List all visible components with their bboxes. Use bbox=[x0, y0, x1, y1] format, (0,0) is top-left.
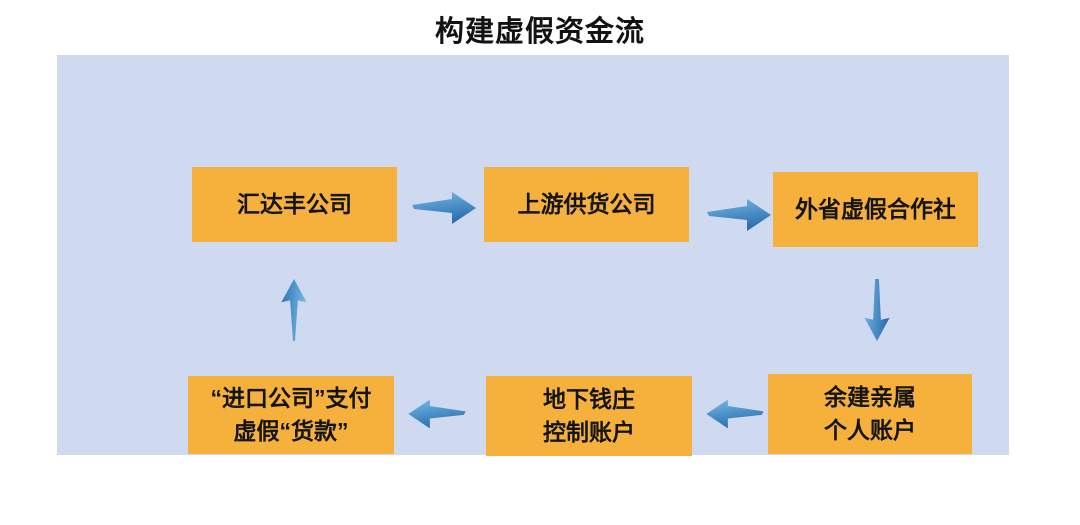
node-label: 余建亲属 bbox=[824, 383, 916, 410]
arrow-down-icon bbox=[861, 279, 893, 341]
node-huidafeng-company: 汇达丰公司 bbox=[192, 167, 397, 242]
arrow-right-icon bbox=[707, 196, 771, 234]
node-import-company-payment: “进口公司”支付 虚假“货款” bbox=[188, 376, 394, 454]
node-upstream-supplier: 上游供货公司 bbox=[484, 167, 689, 242]
node-label: “进口公司”支付 bbox=[210, 384, 372, 411]
node-label: 上游供货公司 bbox=[517, 190, 656, 217]
node-label: 汇达丰公司 bbox=[237, 190, 352, 217]
arrow-right-icon bbox=[412, 189, 476, 227]
node-label: 外省虚假合作社 bbox=[795, 195, 956, 222]
arrow-left-icon bbox=[705, 397, 765, 431]
diagram-title: 构建虚假资金流 bbox=[434, 16, 645, 48]
flow-panel: 汇达丰公司 上游供货公司 外省虚假合作社 “进口公司”支付 虚假“货款” 地下钱… bbox=[57, 55, 1009, 456]
node-label: 虚假“货款” bbox=[233, 418, 349, 444]
node-label: 个人账户 bbox=[824, 417, 916, 443]
arrow-up-icon bbox=[278, 279, 310, 341]
node-label: 控制账户 bbox=[543, 419, 635, 445]
node-yujian-relative-account: 余建亲属 个人账户 bbox=[768, 374, 972, 454]
node-label: 地下钱庄 bbox=[543, 385, 635, 412]
node-underground-bank-account: 地下钱庄 控制账户 bbox=[486, 376, 692, 456]
node-out-province-fake-coop: 外省虚假合作社 bbox=[773, 172, 978, 247]
arrow-left-icon bbox=[407, 397, 467, 431]
